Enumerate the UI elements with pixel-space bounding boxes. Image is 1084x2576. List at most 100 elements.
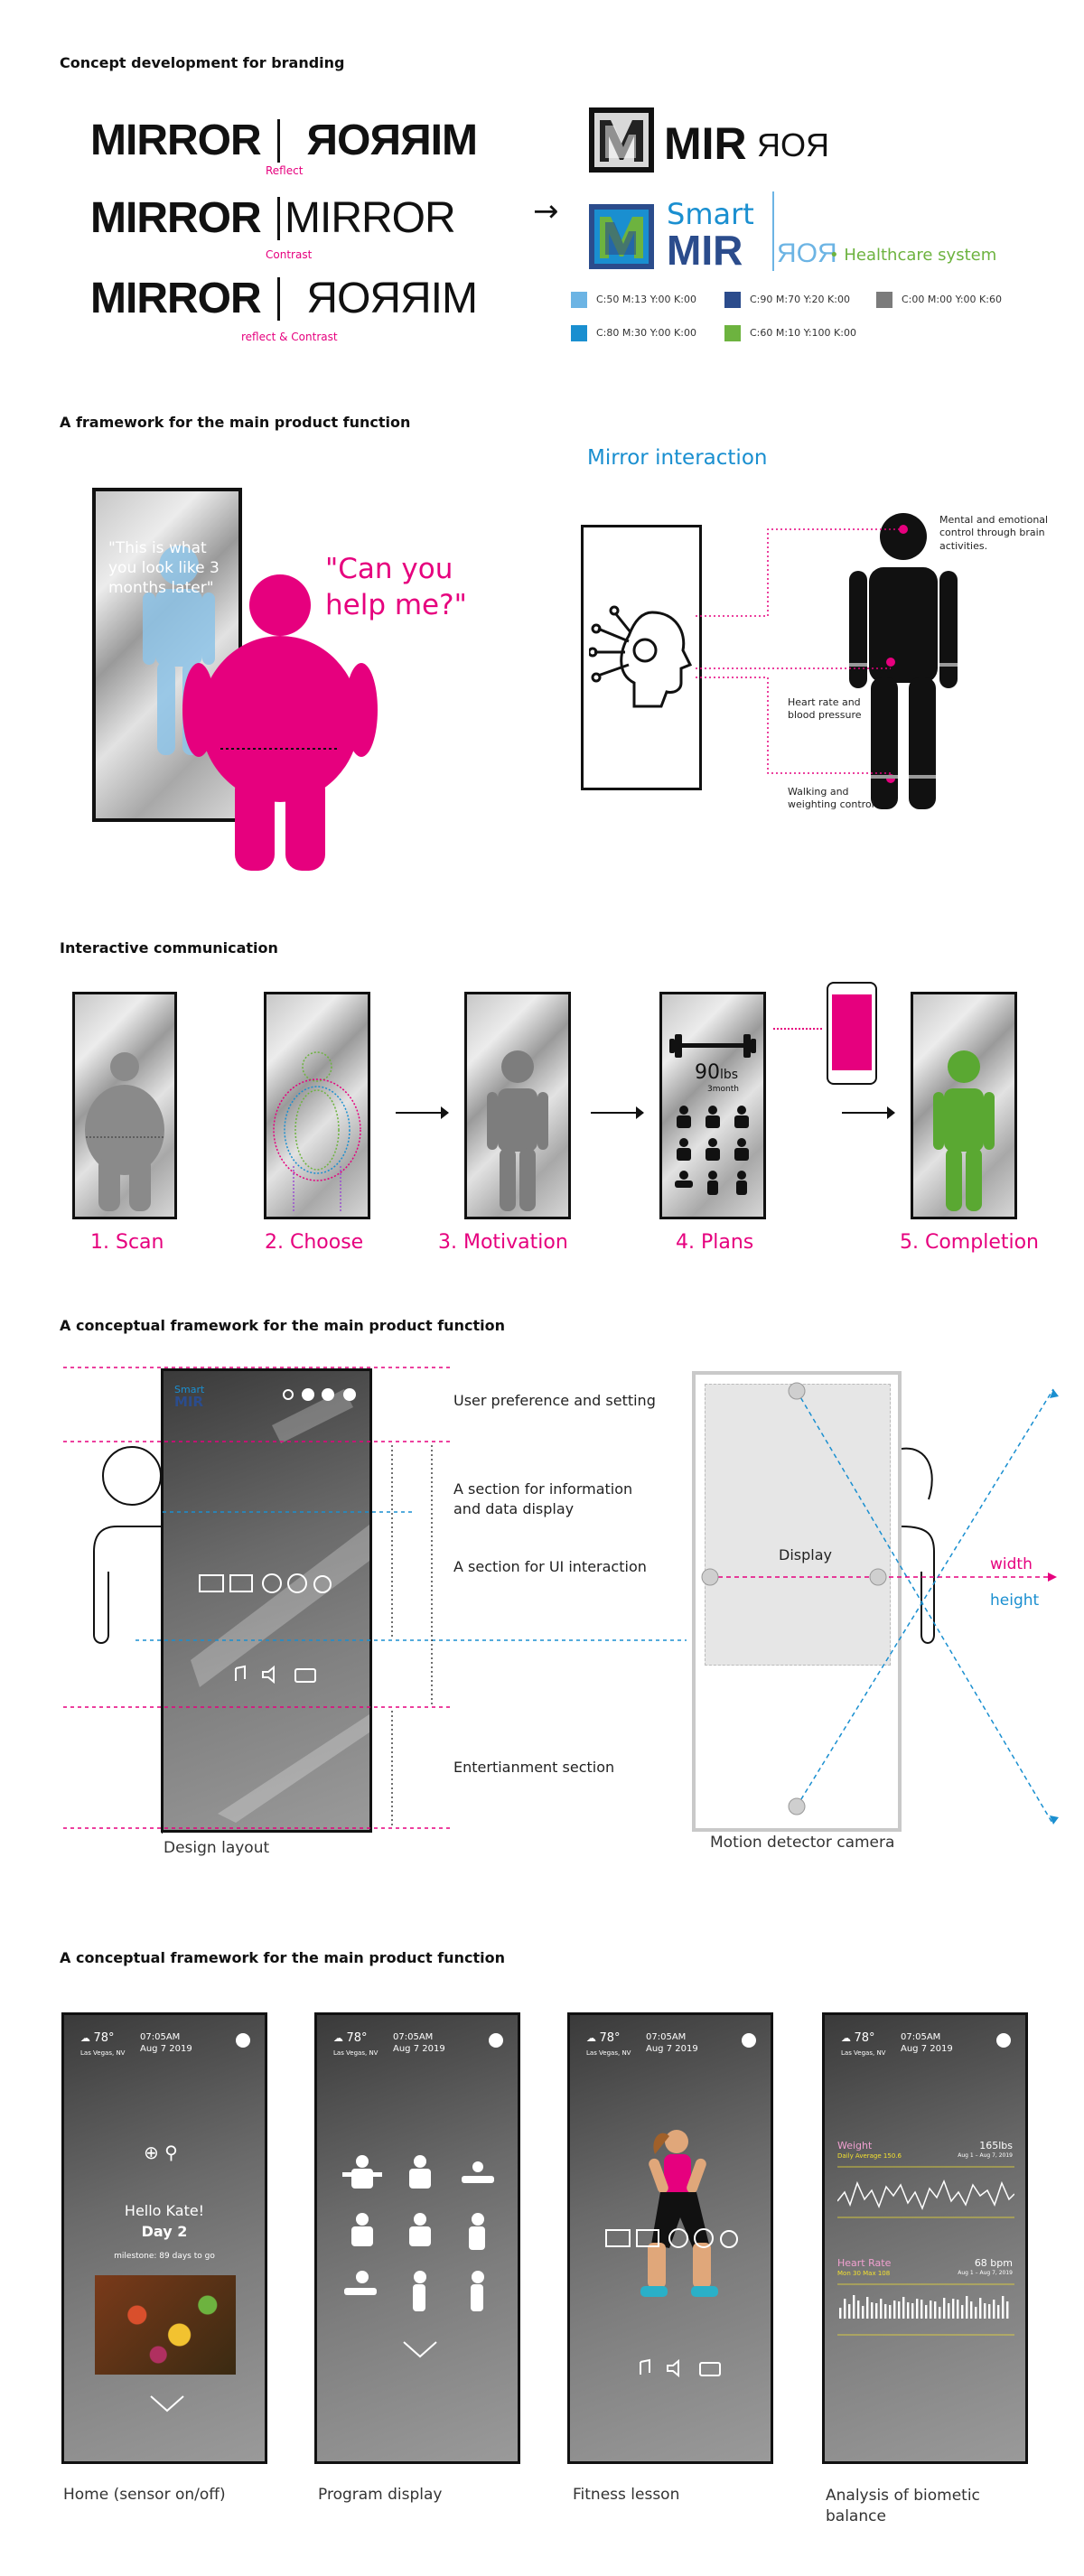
date: Aug 7 2019 [646,2044,698,2054]
heart-bar [952,2299,955,2319]
wordmark-right-mirrored: MIRROR [307,117,478,164]
heart-bar [1002,2296,1005,2319]
exercise-grid-icons[interactable] [335,2151,503,2319]
arrow-head [636,1106,644,1119]
logo-mir: MIR [664,118,747,169]
heart-bar [943,2298,946,2319]
width-label: width [990,1555,1033,1573]
heart-bar [893,2301,896,2319]
weather-location: Las Vegas, NV [333,2049,378,2057]
chevron-down-icon[interactable] [149,2394,185,2414]
heart-bar [979,2298,982,2319]
milestone: milestone: 89 days to go [114,2252,215,2261]
plan-weight-unit: lbs [720,1068,739,1082]
heart-bar [857,2301,860,2319]
caption-home: Home (sensor on/off) [63,2486,226,2504]
heart-bar [975,2307,977,2319]
step-label-plans: 4. Plans [676,1231,754,1254]
brain-note: Mental and emotional control through bra… [939,514,1049,552]
section-title-screens: A conceptual framework for the main prod… [60,1949,505,1966]
heart-sub: Mon 30 Max 108 [837,2270,891,2277]
anno-info: A section for information and data displ… [453,1480,633,1517]
connector-lines [696,528,903,774]
section-title-layout: A conceptual framework for the main prod… [60,1317,505,1334]
brand-caption: Reflect [266,164,304,177]
heart-bar [884,2304,887,2319]
cloud-icon: ☁ [333,2032,343,2044]
swatch-2 [724,292,741,308]
heart-bar [970,2301,973,2319]
heart-bar [988,2304,991,2319]
logo-smart: Smart [667,197,754,231]
logo-divider [772,191,774,271]
heart-bar [875,2303,878,2319]
ui-icons-row[interactable] [604,2226,749,2250]
food-image [95,2275,236,2375]
weather: ☁ 78°Las Vegas, NV [80,2031,125,2058]
body-figure [849,513,958,809]
caption-analysis: Analysis of biometic balance [826,2487,980,2525]
m-monogram-color-icon [589,204,654,269]
step-label-motivation: 3. Motivation [438,1231,568,1254]
wordmark-right-light: MIRROR [285,194,456,242]
arrow-head [887,1106,895,1119]
phone-icon [827,982,877,1085]
heart-label: Heart Rate [837,2257,892,2269]
step-label-completion: 5. Completion [900,1231,1039,1254]
heart-bar [866,2297,869,2319]
date: Aug 7 2019 [901,2044,953,2054]
swatch-4 [571,325,587,341]
brand-caption: reflect & Contrast [241,331,338,343]
anno-ui: A section for UI interaction [453,1558,647,1575]
cloud-icon: ☁ [80,2032,90,2044]
media-icons-row [235,1665,316,1685]
date: Aug 7 2019 [140,2044,192,2054]
weight-sub: Daily Average 150.6 [837,2152,902,2160]
heart-bar [984,2303,986,2319]
user-icon[interactable] [996,2033,1011,2048]
heart-bar [848,2304,851,2319]
weather-location: Las Vegas, NV [80,2049,126,2057]
logo-mir: MIR [667,227,743,274]
heart-bar [862,2306,864,2319]
layout-mir: MIR [174,1394,204,1410]
swatch-label: C:90 M:70 Y:20 K:00 [750,294,850,305]
weather: ☁ 78°Las Vegas, NV [333,2031,378,2058]
walk-note: Walking and weighting control [788,786,874,811]
wordmark-left: MIRROR [90,275,262,322]
weight-range: Aug 1 – Aug 7, 2019 [958,2152,1013,2159]
media-icons-row[interactable] [635,2358,725,2378]
cloud-icon: ☁ [586,2032,596,2044]
mirror-panel [581,525,702,790]
settings-icons [281,1387,362,1402]
time: 07:05AM [140,2032,181,2042]
person-outline-right [902,1447,935,1644]
heart-bar [957,2300,959,2319]
sensor-rays [701,1382,1059,1825]
user-icon[interactable] [236,2033,250,2048]
swatch-3 [876,292,892,308]
display-area [705,1384,891,1666]
chevron-down-icon[interactable] [402,2340,438,2360]
heart-bar [880,2299,883,2319]
heart-bar [907,2302,910,2319]
plan-period: 3month [707,1085,739,1094]
heart-bar [939,2307,941,2319]
section-title-branding: Concept development for branding [60,54,345,71]
user-icon[interactable] [742,2033,756,2048]
heart-bar [889,2305,892,2319]
heart-range: Aug 1 – Aug 7, 2019 [958,2270,1013,2276]
globe-mic-icons[interactable]: ⊕ ⚲ [144,2142,178,2163]
user-icon[interactable] [489,2033,503,2048]
display-label: Display [779,1546,832,1563]
heart-bar [930,2301,932,2319]
screen-home: ☁ 78°Las Vegas, NV 07:05AM Aug 7 2019 ⊕ ⚲… [61,2012,267,2464]
plan-weight-value: 90 [695,1061,720,1084]
step-mirror-plans: 90lbs 3month [659,992,766,1219]
wordmark-right-mirrored-light: MIRROR [307,275,478,322]
heart-bar [966,2296,968,2319]
